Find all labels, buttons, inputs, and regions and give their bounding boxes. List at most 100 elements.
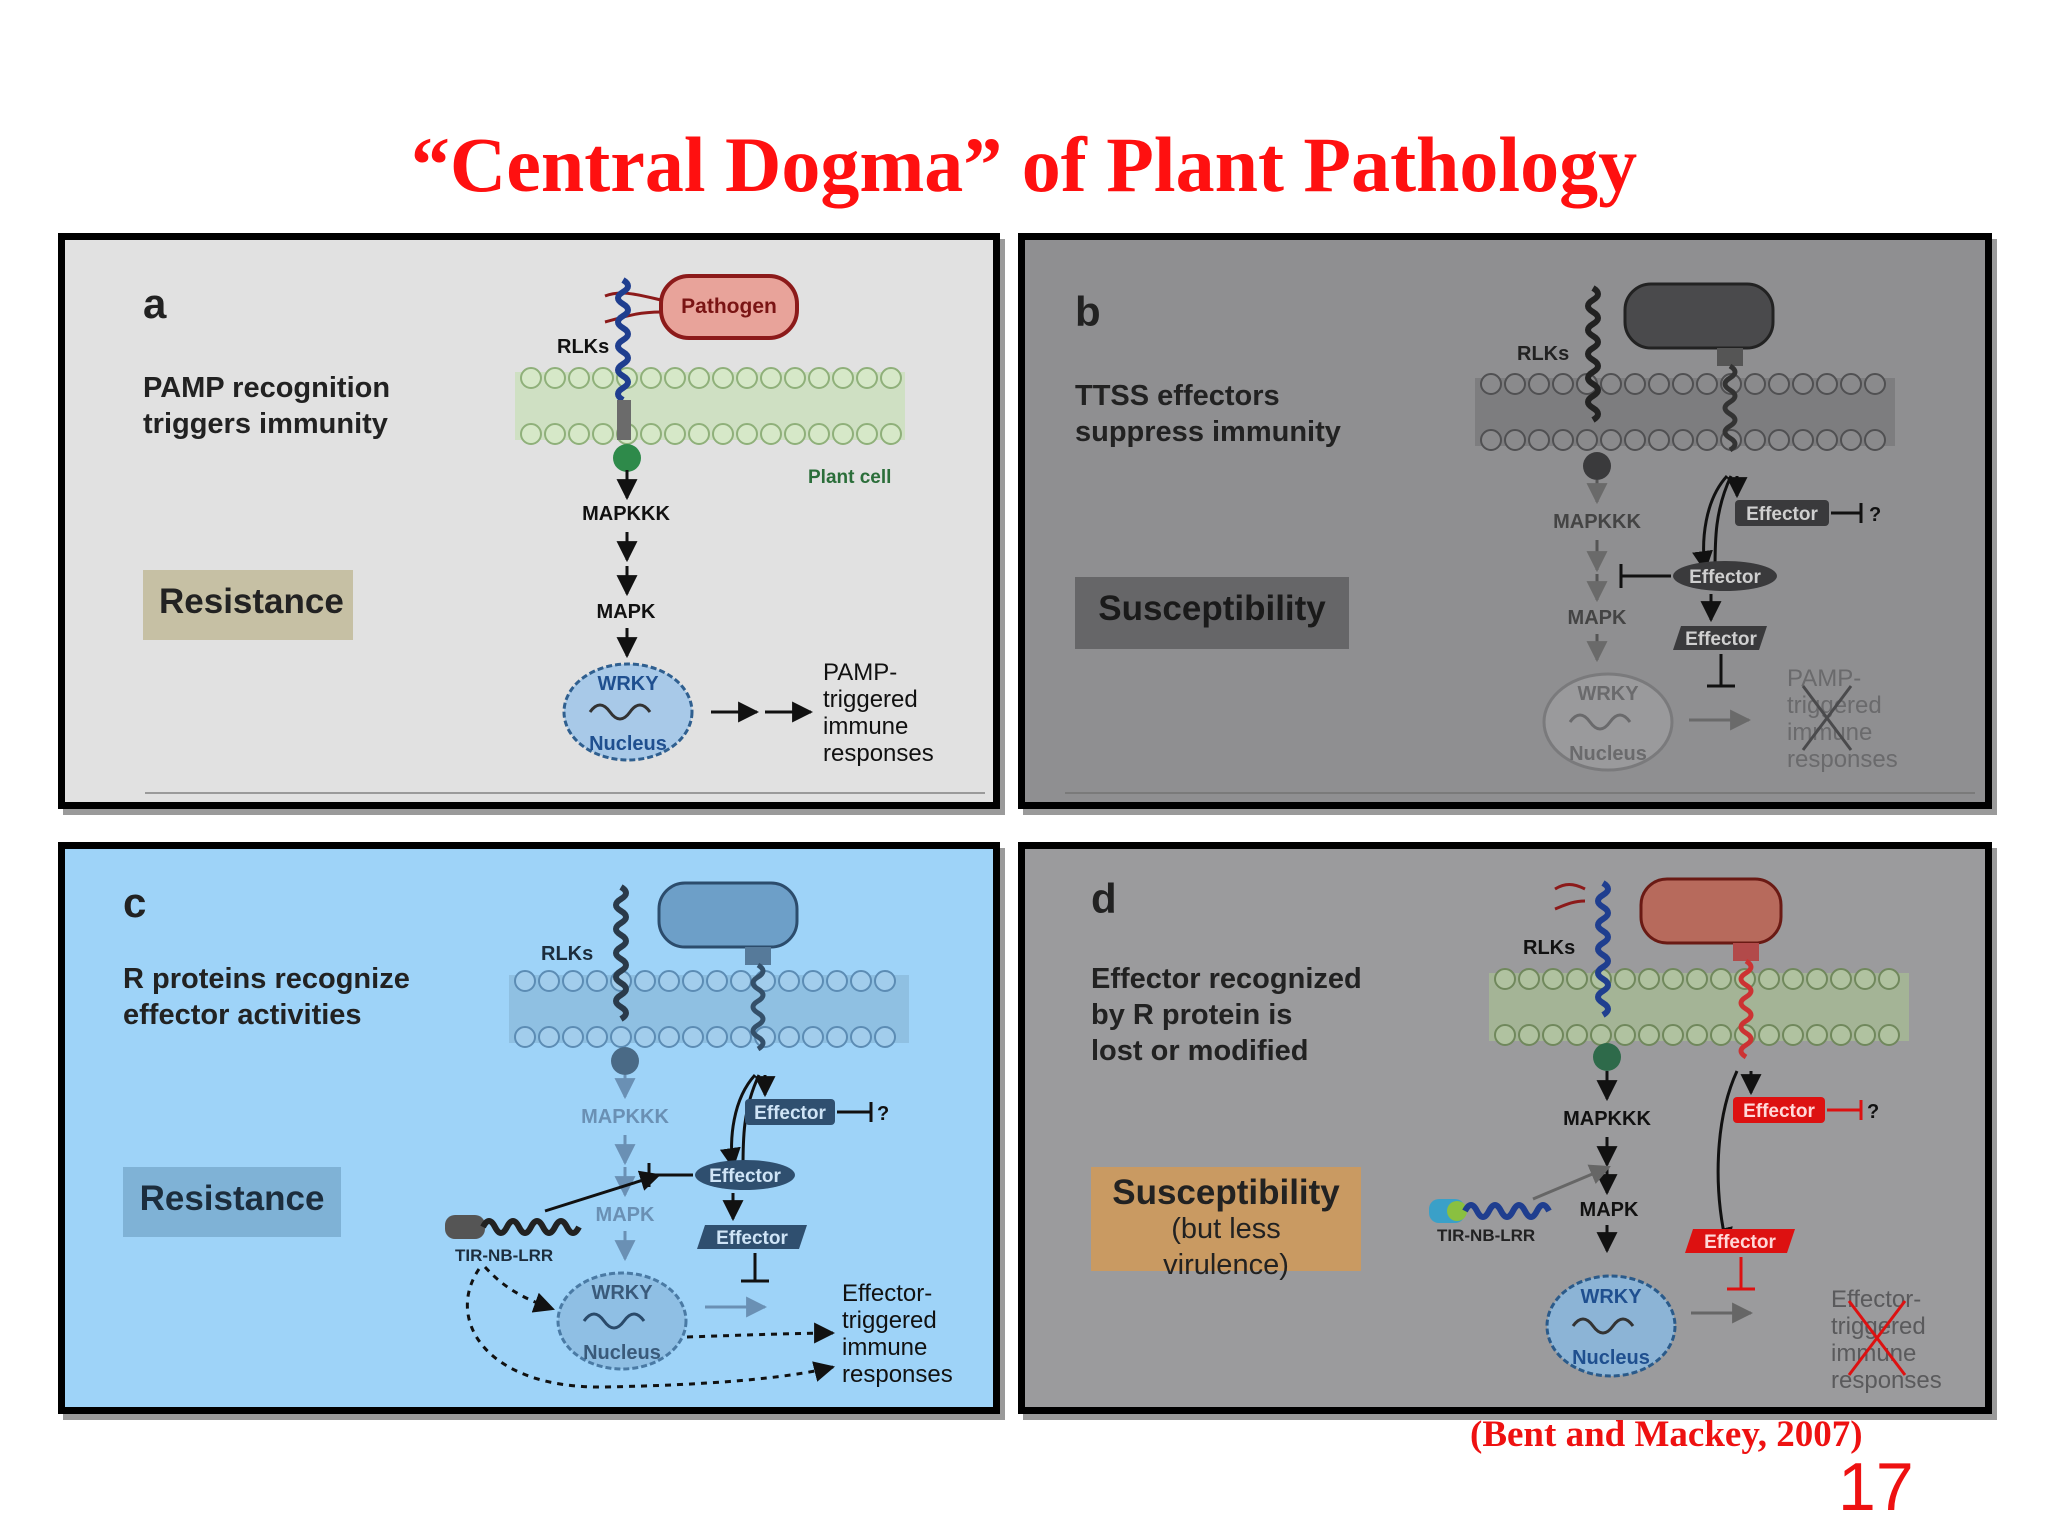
tir-label: TIR-NB-LRR [455, 1246, 553, 1265]
svg-text:immune: immune [823, 713, 908, 740]
nucleus-shape [562, 662, 694, 762]
dna-icon [1571, 1317, 1635, 1335]
svg-text:responses: responses [1831, 1367, 1942, 1394]
nucleus-shape [556, 1271, 688, 1371]
outcome-sub: (but less virulence) [1163, 1213, 1289, 1281]
svg-text:Effector: Effector [716, 1228, 788, 1249]
cell-membrane [515, 367, 905, 445]
dna-icon [1568, 713, 1632, 731]
panel-letter: b [1075, 288, 1101, 335]
svg-text:Effector: Effector [1704, 1232, 1776, 1253]
effector-tag-2: Effector [1673, 561, 1777, 591]
rlks-label: RLKs [1523, 937, 1575, 959]
tir-label: TIR-NB-LRR [1437, 1226, 1535, 1245]
rlk-receptor [613, 277, 641, 472]
effector-tag-2: Effector [695, 1160, 795, 1190]
outcome-badge: Resistance [123, 1167, 341, 1237]
cell-membrane [1475, 373, 1895, 451]
pathogen-cell [1623, 282, 1775, 350]
effector-tag-3: Effector [1673, 626, 1767, 650]
pathway-diagram: RLKs MAPKKK MAPK Effector ? Effector Eff… [445, 881, 953, 1389]
rlks-label: RLKs [541, 943, 593, 965]
pathogen-label: Pathogen [681, 295, 777, 318]
response-text: Effector- triggered immune responses [1831, 1286, 1942, 1394]
svg-text:responses: responses [842, 1361, 953, 1388]
svg-text:Effector: Effector [1685, 629, 1757, 650]
response-text: PAMP- triggered immune responses [823, 659, 934, 767]
pathway-diagram: RLKs MAPKKK MAPK TIR-NB-LRR Effector ? E… [1429, 877, 1942, 1394]
outcome-badge: Susceptibility (but less virulence) [1091, 1167, 1361, 1281]
svg-text:triggered: triggered [1787, 692, 1882, 719]
outcome-main: Susceptibility [1112, 1173, 1340, 1212]
nucleus-shape [1542, 672, 1674, 772]
wrky-label: WRKY [597, 673, 659, 695]
response-text: Effector- triggered immune responses [842, 1280, 953, 1388]
rlk-receptor [1583, 285, 1611, 480]
wrky-label: WRKY [591, 1282, 653, 1304]
svg-text:responses: responses [823, 740, 934, 767]
effector-tag-2: Effector [1685, 1229, 1795, 1253]
svg-text:Effector: Effector [1743, 1101, 1815, 1122]
effector-tag-1: Effector [1733, 1097, 1825, 1123]
question-mark: ? [1869, 504, 1881, 526]
slide-title: “Central Dogma” of Plant Pathology [410, 121, 1638, 208]
response-text: PAMP- triggered immune responses [1787, 665, 1898, 773]
svg-text:Effector-: Effector- [1831, 1286, 1921, 1313]
svg-text:triggered: triggered [823, 686, 918, 713]
ttss-needle [1717, 348, 1743, 453]
wrky-label: WRKY [1577, 683, 1639, 705]
panel-caption: TTSS effectors suppress immunity [1075, 380, 1341, 448]
nucleus-label: Nucleus [589, 733, 667, 755]
outcome-badge: Resistance [143, 570, 353, 640]
panel-d: d Effector recognized by R protein is lo… [1018, 842, 1992, 1414]
panel-a: a PAMP recognition triggers immunity Res… [58, 233, 1000, 809]
tir-nb-lrr-protein [1429, 1199, 1552, 1223]
effector-tag-1: Effector [745, 1099, 835, 1125]
mapkkk-label: MAPKKK [1563, 1108, 1651, 1130]
pathogen-cell [657, 881, 799, 949]
plant-cell-label: Plant cell [808, 467, 891, 488]
svg-text:Effector: Effector [709, 1166, 781, 1187]
panel-b: b TTSS effectors suppress immunity Susce… [1018, 233, 1992, 809]
ttss-needle [745, 947, 771, 1052]
panel-letter: a [143, 280, 167, 327]
svg-text:Effector: Effector [1746, 504, 1818, 525]
svg-text:responses: responses [1787, 746, 1898, 773]
nucleus-label: Nucleus [1572, 1347, 1650, 1369]
mapk-label: MAPK [597, 601, 656, 623]
blocked-cross [1801, 685, 1853, 751]
mapkkk-label: MAPKKK [1553, 511, 1641, 533]
panel-c: c R proteins recognize effector activiti… [58, 842, 1000, 1414]
dna-icon [582, 1312, 646, 1330]
outcome-badge: Susceptibility [1075, 577, 1349, 649]
pathogen-cell [1639, 877, 1783, 945]
nucleus-label: Nucleus [583, 1342, 661, 1364]
nucleus-label: Nucleus [1569, 743, 1647, 765]
effector-tag-3: Effector [697, 1225, 807, 1249]
cell-membrane [509, 970, 909, 1048]
mapk-label: MAPK [1580, 1199, 1639, 1221]
pathway-diagram: RLKs MAPKKK MAPK Effector ? Effector Eff… [1065, 282, 1975, 794]
pathogen-cell [604, 274, 799, 340]
ttss-needle [1733, 943, 1759, 1060]
rlks-label: RLKs [557, 336, 609, 358]
panel-caption: R proteins recognize effector activities [123, 963, 410, 1031]
panel-letter: d [1091, 875, 1117, 922]
mapkkk-label: MAPKKK [581, 1106, 669, 1128]
nucleus-shape [1545, 1274, 1677, 1378]
question-mark: ? [1867, 1101, 1879, 1123]
blocked-cross [1847, 1300, 1907, 1376]
mapk-label: MAPK [596, 1204, 655, 1226]
svg-text:Effector: Effector [1689, 567, 1761, 588]
mapkkk-label: MAPKKK [582, 503, 670, 525]
rlk-receptor [1554, 880, 1621, 1071]
svg-text:PAMP-: PAMP- [823, 659, 897, 686]
pathway-diagram: Pathogen RLKs Plant cell MAPKKK MAPK WRK… [145, 274, 985, 794]
page-number: 17 [1838, 1449, 1914, 1525]
panel-caption: PAMP recognition triggers immunity [143, 372, 391, 440]
question-mark: ? [877, 1103, 889, 1125]
citation: (Bent and Mackey, 2007) [1470, 1414, 1863, 1455]
rlk-receptor [611, 884, 639, 1075]
svg-text:immune: immune [842, 1334, 927, 1361]
cell-membrane [1489, 968, 1909, 1046]
